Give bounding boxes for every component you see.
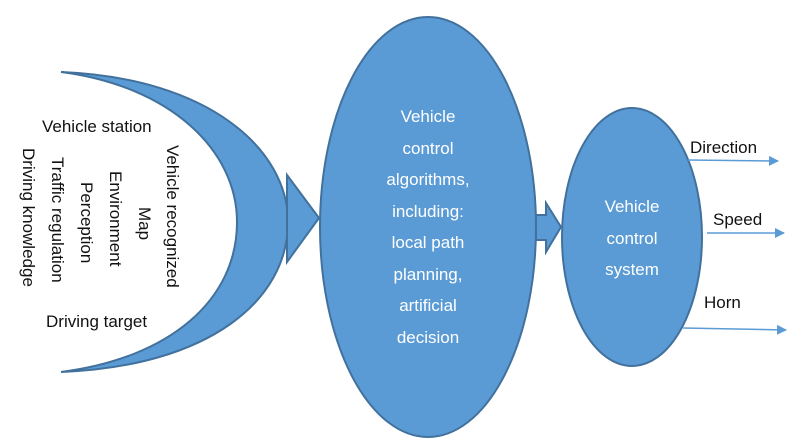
input-crescent [60,71,290,373]
algorithms-text: Vehicle control algorithms, including: l… [358,101,498,353]
input-vertical-perception: Perception [77,182,96,264]
algorithms-line: control [402,138,454,158]
output-label-direction: Direction [690,138,758,157]
block-arrow [535,199,563,256]
algorithms-line: local path [391,233,465,252]
input-vertical-driving-knowledge: Driving knowledge [19,148,38,287]
algorithms-line: algorithms, [386,170,470,189]
control-system-line: Vehicle [604,197,660,216]
control-system-text: Vehicle control system [572,191,692,286]
direction-arrow [687,155,779,166]
algorithms-line: Vehicle [400,107,456,126]
input-vertical-vehicle-recognized: Vehicle recognized [163,145,182,288]
output-label-horn: Horn [704,293,741,312]
control-system-line: system [605,260,659,279]
control-system-ellipse [561,107,703,367]
input-label-top: Vehicle station [42,117,152,136]
algorithms-line: including: [392,201,464,221]
horn-arrow [682,324,787,335]
algorithms-line: planning, [393,264,463,284]
algorithms-line: decision [396,327,460,347]
output-label-speed: Speed [713,210,763,229]
input-vertical-map: Map [135,207,154,241]
control-system-line: control [606,228,658,248]
input-label-bottom: Driving target [46,312,148,331]
input-vertical-environment: Environment [106,171,125,267]
input-vertical-traffic-regulation: Traffic regulation [48,157,67,283]
triangle-arrow [286,171,321,266]
algorithms-line: artificial [399,296,457,315]
